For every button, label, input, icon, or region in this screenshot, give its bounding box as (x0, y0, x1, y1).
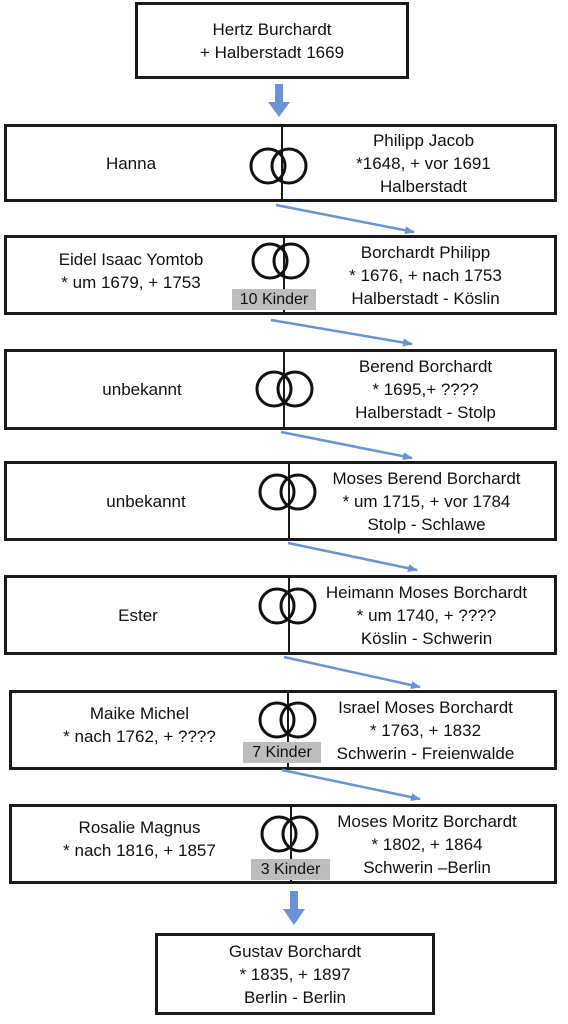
spouse-text: unbekannt (7, 352, 277, 427)
couple-divider (281, 127, 283, 199)
generation-box-3: unbekannt Berend Borchardt * 1695,+ ????… (4, 349, 557, 430)
person-dates: * 1802, + 1864 (371, 834, 483, 854)
person-places: Halberstadt - Stolp (355, 403, 496, 422)
spouse-text: Eidel Isaac Yomtob * um 1679, + 1753 (7, 238, 255, 304)
person-text: Borchardt Philipp * 1676, + nach 1753 Ha… (297, 238, 554, 312)
person-dates: * um 1740, + ???? (356, 605, 497, 625)
generation-box-4: unbekannt Moses Berend Borchardt * um 17… (4, 461, 557, 541)
spouse-name: Ester (118, 605, 158, 625)
last-person-dates: * 1835, + 1897 (239, 964, 351, 984)
children-count-badge: 3 Kinder (251, 859, 330, 880)
person-dates: * 1763, + 1832 (369, 720, 482, 740)
person-name: Moses Moritz Borchardt (337, 811, 517, 831)
spouse-dates: * nach 1762, + ???? (63, 727, 216, 746)
person-places: Halberstadt (380, 176, 467, 196)
descent-arrow (270, 318, 413, 347)
root-death: + Halberstadt 1669 (199, 42, 345, 62)
arrow-down-icon (268, 84, 290, 117)
person-dates: * 1676, + nach 1753 (349, 265, 502, 285)
person-dates: *1648, + vor 1691 (356, 153, 491, 173)
person-dates: * 1695,+ ???? (372, 380, 479, 399)
person-name: Philipp Jacob (372, 130, 475, 150)
person-places: Stolp - Schlawe (367, 514, 486, 534)
couple-divider (283, 352, 285, 427)
children-count-badge: 7 Kinder (243, 742, 321, 763)
person-name: Israel Moses Borchardt (338, 697, 513, 717)
last-person-name: Gustav Borchardt (228, 941, 362, 961)
descent-arrow (283, 655, 421, 689)
spouse-name: Rosalie Magnus (78, 818, 201, 837)
spouse-text: Hanna (7, 127, 255, 199)
spouse-name: unbekannt (102, 380, 182, 399)
person-name: Heimann Moses Borchardt (325, 582, 528, 602)
spouse-text: unbekannt (7, 464, 285, 538)
person-text: Israel Moses Borchardt * 1763, + 1832 Sc… (297, 693, 554, 767)
person-text: Berend Borchardt * 1695,+ ???? Halbersta… (297, 352, 554, 427)
spouse-text: Maike Michel * nach 1762, + ???? (12, 693, 267, 757)
spouse-text: Ester (7, 578, 269, 652)
generation-box-5: Ester Heimann Moses Borchardt * um 1740,… (4, 575, 557, 655)
person-text: Heimann Moses Borchardt * um 1740, + ???… (299, 578, 554, 652)
children-count-badge: 10 Kinder (232, 289, 316, 310)
person-text: Philipp Jacob *1648, + vor 1691 Halberst… (293, 127, 554, 199)
couple-divider (288, 464, 290, 538)
person-places: Köslin - Schwerin (360, 628, 493, 648)
last-person-box: Gustav Borchardt * 1835, + 1897 Berlin -… (155, 933, 435, 1015)
descent-arrow (281, 768, 421, 802)
person-places: Halberstadt - Köslin (351, 288, 500, 308)
spouse-text: Rosalie Magnus * nach 1816, + 1857 (12, 807, 267, 871)
last-person-places: Berlin - Berlin (243, 987, 347, 1007)
person-places: Schwerin - Freienwalde (336, 743, 515, 763)
spouse-name: Hanna (105, 153, 157, 173)
spouse-name: unbekannt (106, 491, 186, 511)
person-places: Schwerin –Berlin (363, 857, 491, 877)
person-dates: * um 1715, + vor 1784 (342, 491, 511, 511)
spouse-dates: * um 1679, + 1753 (61, 273, 201, 292)
descent-arrow (275, 203, 415, 235)
arrow-down-icon (283, 891, 305, 925)
couple-divider (288, 578, 290, 652)
last-person-text: Gustav Borchardt * 1835, + 1897 Berlin -… (158, 936, 432, 1012)
root-person-box: Hertz Burchardt + Halberstadt 1669 (135, 2, 409, 79)
descent-arrow (287, 541, 418, 573)
spouse-name: Maike Michel (89, 704, 190, 723)
descent-arrow (280, 430, 413, 461)
person-name: Borchardt Philipp (360, 242, 491, 262)
root-name: Hertz Burchardt (212, 19, 332, 39)
spouse-dates: * nach 1816, + 1857 (63, 841, 216, 860)
person-name: Berend Borchardt (358, 357, 493, 376)
spouse-name: Eidel Isaac Yomtob (58, 250, 204, 269)
person-text: Moses Berend Borchardt * um 1715, + vor … (299, 464, 554, 538)
person-text: Moses Moritz Borchardt * 1802, + 1864 Sc… (300, 807, 554, 881)
root-person-text: Hertz Burchardt + Halberstadt 1669 (138, 5, 406, 76)
generation-box-1: Hanna Philipp Jacob *1648, + vor 1691 Ha… (4, 124, 557, 202)
person-name: Moses Berend Borchardt (332, 468, 521, 488)
